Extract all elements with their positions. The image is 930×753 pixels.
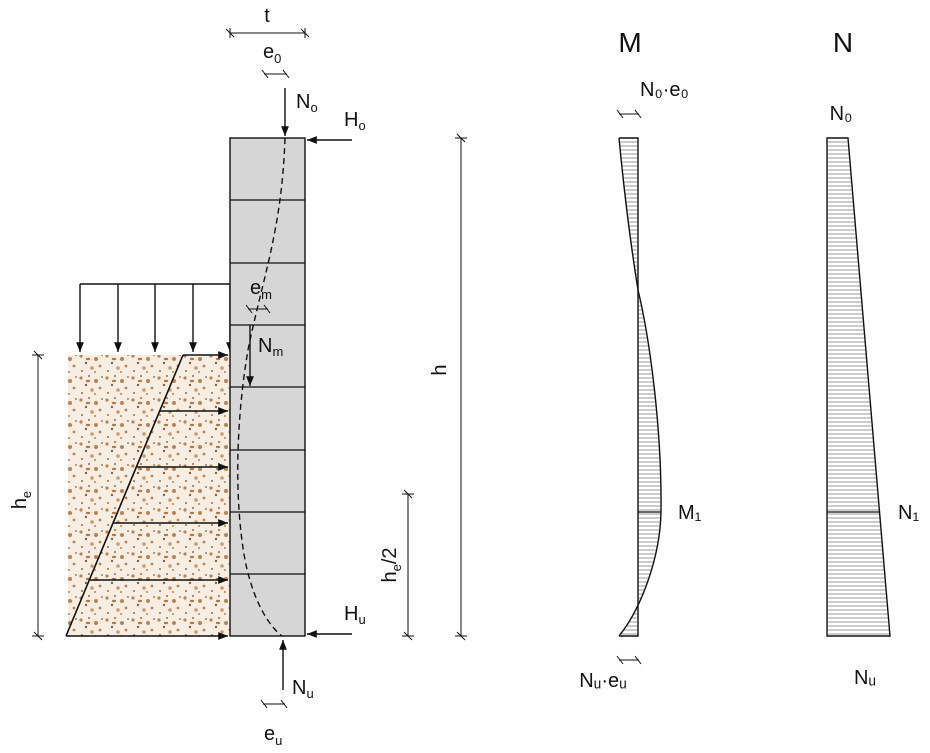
normal-force-top-value: N₀	[830, 103, 853, 125]
moment-mid-value: M₁	[678, 502, 702, 524]
wall-height-dimension	[455, 133, 467, 641]
half-height-dimension	[402, 489, 414, 641]
eccentricity-bottom-label: eu	[264, 723, 282, 748]
thickness-label: t	[264, 5, 270, 27]
moment-diagram-shape	[618, 137, 662, 637]
earth-pressure-arrows	[66, 351, 228, 640]
normal-force-bottom-value: Nᵤ	[854, 667, 876, 689]
horizontal-top-label: Ho	[344, 109, 366, 133]
earth-height-label: he	[9, 491, 34, 509]
earth-pressure-line	[65, 354, 184, 637]
masonry-wall	[229, 137, 306, 637]
soil-body	[68, 355, 230, 636]
eccentricity-top-dimension	[261, 69, 290, 79]
moment-diagram-title: M	[618, 27, 641, 58]
wall-height-label: h	[429, 364, 451, 375]
moment-top-value: N₀·e₀	[640, 79, 689, 101]
earth-height-dimension	[32, 350, 44, 641]
load-top-label: No	[296, 91, 318, 115]
moment-bottom-value: Nᵤ·eᵤ	[579, 670, 627, 692]
eccentricity-bottom-dimension	[260, 699, 288, 709]
eccentricity-mid-label: em	[250, 277, 272, 302]
half-height-label: he/2	[379, 547, 404, 582]
eccentricity-mid-dimension	[245, 304, 271, 314]
eccentricity-top-label: e0	[263, 41, 281, 66]
normal-force-diagram-title: N	[833, 27, 853, 58]
normal-force-mid-value: N₁	[898, 502, 919, 524]
moment-top-dimension	[616, 109, 642, 119]
surcharge-load	[76, 283, 234, 352]
deflection-line	[237, 137, 286, 637]
horizontal-bottom-label: Hu	[344, 603, 366, 627]
moment-bottom-dimension	[616, 655, 642, 665]
normal-force-diagram-shape	[826, 137, 891, 637]
load-bottom-label: Nu	[292, 677, 314, 701]
load-mid-label: Nm	[258, 335, 283, 359]
thickness-dimension	[225, 28, 310, 38]
